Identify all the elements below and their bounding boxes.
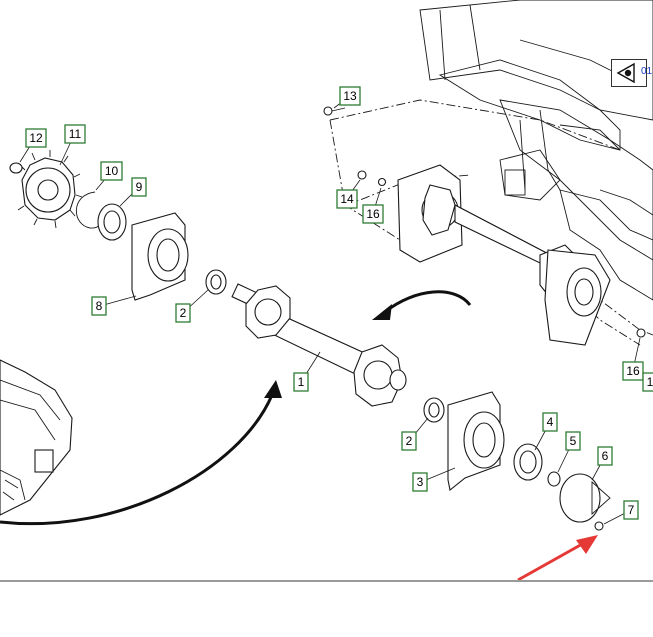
svg-text:3: 3 [417, 475, 424, 489]
bushing-2-left [205, 269, 227, 295]
callout-3[interactable]: 3 [412, 472, 428, 492]
callout-1-clipped[interactable]: 1 [642, 372, 653, 392]
callout-10[interactable]: 10 [100, 161, 123, 181]
svg-text:7: 7 [628, 503, 635, 517]
svg-text:16: 16 [626, 364, 640, 378]
callout-8[interactable]: 8 [91, 296, 107, 316]
callout-13[interactable]: 13 [339, 86, 361, 106]
callout-7[interactable]: 7 [623, 500, 639, 520]
callout-12[interactable]: 12 [25, 128, 47, 148]
eye-view-icon [616, 62, 635, 84]
svg-text:8: 8 [96, 299, 103, 313]
callout-1[interactable]: 1 [293, 372, 309, 392]
callout-9[interactable]: 9 [131, 177, 147, 197]
svg-text:1: 1 [298, 375, 305, 389]
view-toggle-button[interactable] [611, 59, 647, 87]
svg-text:2: 2 [406, 434, 413, 448]
callout-11[interactable]: 11 [64, 124, 86, 144]
callout-4[interactable]: 4 [542, 412, 558, 432]
o-ring-5 [547, 471, 561, 487]
machine-frame [419, 0, 653, 301]
drive-sprocket [17, 150, 83, 229]
svg-text:5: 5 [570, 434, 577, 448]
svg-text:14: 14 [340, 192, 354, 206]
svg-text:16: 16 [366, 207, 380, 221]
callout-2-right[interactable]: 2 [401, 431, 417, 451]
svg-text:12: 12 [29, 131, 43, 145]
callout-16-upper[interactable]: 16 [362, 204, 384, 224]
rotation-arrow-lower [0, 380, 282, 526]
vehicle-illustration [0, 359, 73, 516]
installed-shaft-assembly [323, 106, 646, 346]
svg-text:11: 11 [69, 127, 82, 141]
svg-text:4: 4 [547, 415, 554, 429]
callout-14[interactable]: 14 [336, 189, 358, 209]
highlight-arrow [517, 535, 598, 582]
svg-text:1: 1 [647, 375, 653, 389]
callout-6[interactable]: 6 [597, 446, 613, 466]
view-id-text: 01 [641, 66, 653, 77]
bearing-housing-3 [447, 391, 505, 491]
bushing-2-right [423, 397, 445, 423]
svg-text:13: 13 [343, 89, 357, 103]
snap-ring-12 [9, 162, 23, 174]
svg-text:10: 10 [105, 164, 119, 178]
bearing-housing-8 [131, 212, 189, 301]
bottom-panel [0, 580, 653, 634]
bearing-4 [513, 443, 543, 481]
bearing-9 [97, 203, 127, 241]
svg-text:9: 9 [136, 180, 143, 194]
callout-16-right[interactable]: 16 [622, 361, 644, 381]
cover-plate-6 [559, 473, 611, 523]
main-shaft [231, 283, 407, 407]
bolt-7 [594, 521, 604, 531]
rotation-arrow-upper [372, 290, 472, 320]
callout-2-left[interactable]: 2 [175, 303, 191, 323]
callout-5[interactable]: 5 [565, 431, 581, 451]
svg-text:2: 2 [180, 306, 187, 320]
svg-text:6: 6 [602, 449, 609, 463]
